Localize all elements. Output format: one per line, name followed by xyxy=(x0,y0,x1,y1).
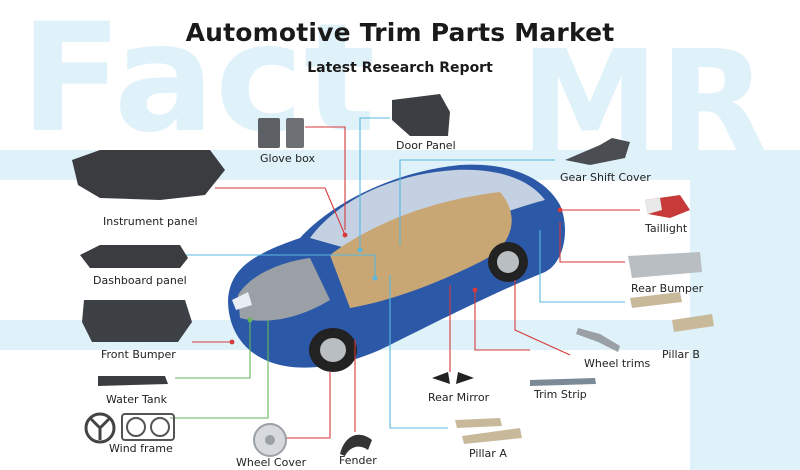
part-thumbnails xyxy=(72,94,714,457)
label-taillight: Taillight xyxy=(645,222,688,235)
leader-line-trim-strip xyxy=(474,290,530,351)
label-door-panel: Door Panel xyxy=(396,139,456,152)
rear-mirror-image xyxy=(432,372,450,384)
leader-line-gear-shift xyxy=(399,159,555,245)
wheel-trims-image xyxy=(576,328,620,352)
label-wind-frame: Wind frame xyxy=(109,442,173,455)
gear-shift-image xyxy=(565,138,630,165)
label-instrument-panel: Instrument panel xyxy=(103,215,198,228)
leader-lines xyxy=(170,117,640,439)
car-engine xyxy=(238,258,330,321)
water-tank-image xyxy=(98,376,168,386)
leader-line-door-panel xyxy=(359,117,390,250)
label-trim-strip: Trim Strip xyxy=(534,388,587,401)
leader-line-glove-box xyxy=(305,126,346,230)
label-rear-bumper: Rear Bumper xyxy=(631,282,704,295)
instrument-panel-image xyxy=(72,150,225,200)
label-gear-shift-cover: Gear Shift Cover xyxy=(560,171,651,184)
dashboard-panel-image xyxy=(80,245,188,268)
leader-dots xyxy=(229,207,563,345)
door-panel-image xyxy=(392,94,450,136)
page-subtitle: Latest Research Report xyxy=(307,60,493,76)
leader-line-instrument-panel xyxy=(215,187,346,236)
leader-line-dashboard xyxy=(180,254,376,278)
label-pillar-a: Pillar A xyxy=(469,447,507,460)
leader-line-water-tank xyxy=(175,320,251,379)
front-bumper-image xyxy=(82,300,192,342)
leader-line-pillar-b xyxy=(539,230,625,303)
page-title: Automotive Trim Parts Market xyxy=(185,18,615,47)
rear-bumper-image xyxy=(628,252,702,278)
label-water-tank: Water Tank xyxy=(106,393,167,406)
leader-line-wheel-cover xyxy=(275,372,331,439)
wind-frame-image xyxy=(84,412,116,444)
label-rear-mirror: Rear Mirror xyxy=(428,391,490,404)
label-glove-box: Glove box xyxy=(260,152,315,165)
pillar-a-image xyxy=(455,418,502,428)
label-wheel-cover: Wheel Cover xyxy=(236,456,307,469)
leader-line-wheel-trims xyxy=(514,280,571,356)
leader-line-rear-bumper xyxy=(559,222,625,263)
glove-box-image xyxy=(258,118,280,148)
label-fender: Fender xyxy=(339,454,377,467)
label-dashboard-panel: Dashboard panel xyxy=(93,274,187,287)
label-wheel-trims: Wheel trims xyxy=(584,357,651,370)
car-headlight xyxy=(232,292,252,310)
label-front-bumper: Front Bumper xyxy=(101,348,176,361)
leader-line-wind-frame xyxy=(170,320,269,419)
fender-image xyxy=(340,434,372,456)
pillar-b-image xyxy=(630,292,682,308)
trim-strip-image xyxy=(530,378,596,386)
leader-line-pillar-a xyxy=(389,275,448,429)
label-pillar-b: Pillar B xyxy=(662,348,700,361)
car-illustration xyxy=(228,164,565,372)
